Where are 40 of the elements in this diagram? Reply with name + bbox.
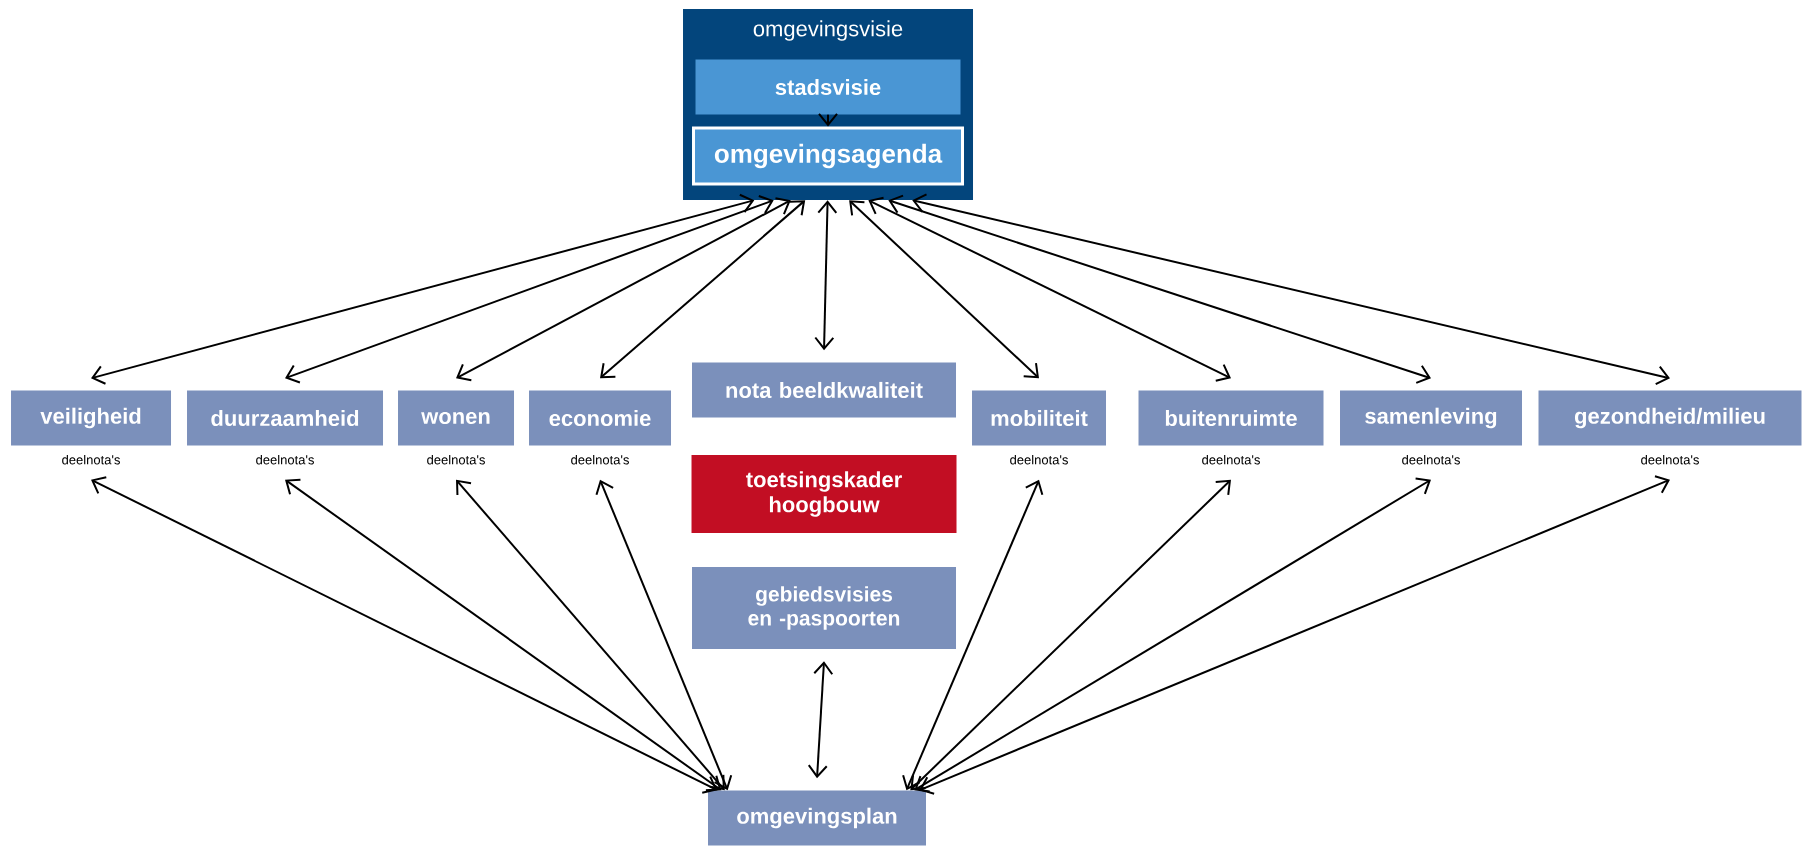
arrow — [902, 479, 1044, 791]
arrow — [456, 479, 725, 791]
process-box: nota beeldkwaliteit — [692, 362, 956, 418]
arrow — [888, 194, 1431, 384]
process-box: economie — [529, 390, 671, 446]
process-box: wonen — [398, 390, 514, 446]
arrow — [595, 479, 733, 791]
node-caption: deelnota's — [1641, 454, 1699, 465]
node-caption: deelnota's — [62, 454, 120, 465]
arrow — [910, 479, 1231, 791]
process-box: samenleving — [1340, 390, 1522, 446]
arrow — [285, 195, 774, 384]
process-box: toetsingskader hoogbouw — [691, 455, 957, 533]
arrow — [807, 661, 834, 779]
node-caption: deelnota's — [1202, 454, 1260, 465]
arrow — [912, 193, 1670, 386]
arrow — [814, 200, 838, 351]
arrow — [919, 475, 1670, 795]
arrow — [285, 478, 722, 792]
node-caption: deelnota's — [1402, 454, 1460, 465]
node-caption: deelnota's — [1010, 454, 1068, 465]
process-box: stadsvisie — [695, 59, 961, 115]
arrow — [849, 200, 1039, 379]
arrow — [600, 200, 806, 379]
arrow — [91, 193, 755, 385]
arrow — [456, 197, 791, 382]
process-box: omgevingsagenda — [692, 126, 964, 186]
arrow — [91, 476, 718, 794]
process-box: gebiedsvisies en -paspoorten — [692, 567, 956, 649]
process-box: buitenruimte — [1138, 390, 1324, 446]
process-box: omgevingsplan — [708, 790, 926, 846]
node-caption: deelnota's — [256, 454, 314, 465]
node-caption: deelnota's — [571, 454, 629, 465]
process-box: veiligheid — [11, 390, 171, 446]
arrow — [914, 477, 1431, 793]
process-box: duurzaamheid — [187, 390, 383, 446]
process-box: gezondheid/milieu — [1538, 390, 1802, 446]
node-caption: deelnota's — [427, 454, 485, 465]
process-box: mobiliteit — [972, 390, 1106, 446]
arrow — [868, 196, 1231, 382]
